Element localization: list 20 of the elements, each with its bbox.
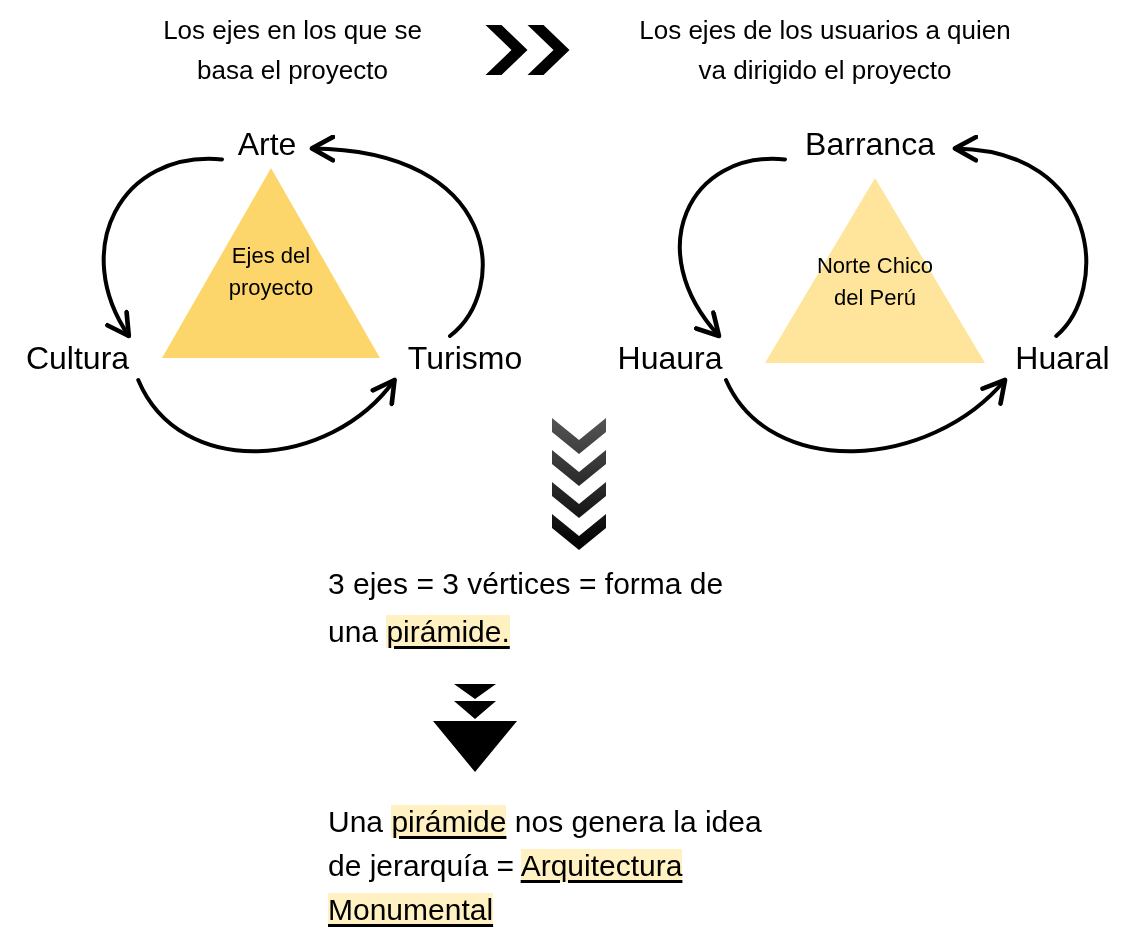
axis-label: Cultura [24, 339, 131, 378]
statement-text: 3 ejes = 3 vértices = forma de una pirámide. [328, 566, 725, 650]
axis-label: Barranca [804, 125, 936, 164]
curved-arrow [309, 135, 485, 338]
curved-arrow [677, 157, 787, 339]
triangle-arrow [433, 684, 517, 772]
axis-label: Arte [236, 125, 298, 164]
chevron-arrow [485, 25, 570, 75]
curved-arrow [102, 157, 224, 339]
axis-label: Huaral [1014, 339, 1111, 378]
curved-arrow [952, 136, 1089, 338]
axis-label: Huaura [616, 339, 724, 378]
axis-label: Turismo [406, 339, 524, 378]
heading-text: Los ejes de los usuarios a quien va dirigido el proyecto [638, 14, 1012, 87]
curved-arrow [724, 377, 1008, 454]
triangle-label: Norte Chico del Perú [815, 252, 935, 312]
heading-text: Los ejes en los que se basa el proyecto [162, 14, 423, 87]
triangle-label: Ejes del proyecto [227, 242, 315, 302]
curved-arrow [136, 377, 397, 454]
chevron-arrow [552, 418, 606, 550]
